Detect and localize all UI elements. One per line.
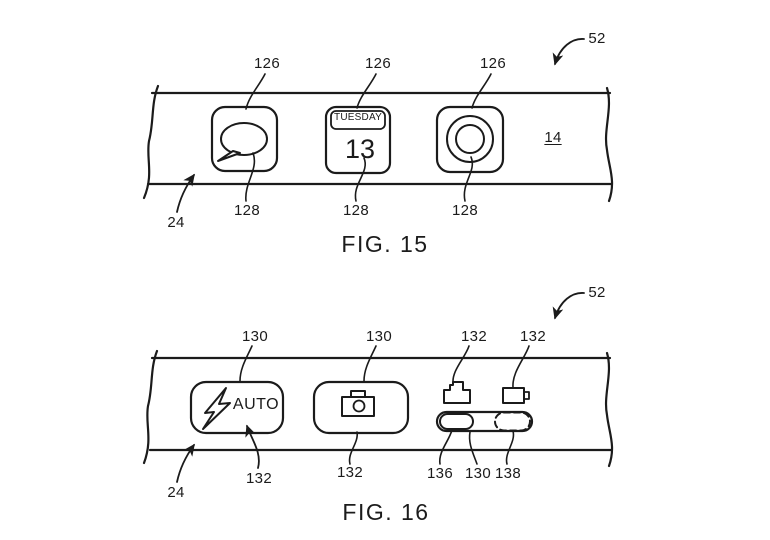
leader-line-128-center (354, 157, 367, 202)
fig15-caption: FIG. 15 (341, 231, 429, 257)
ref-14-band: 14 (544, 129, 562, 146)
leader-line-128-left (245, 152, 256, 202)
chat-icon (210, 105, 279, 173)
leader-line-128-right (463, 156, 474, 202)
fig15-band-right-break-line (604, 86, 614, 203)
ref-24-fig15: 24 (167, 214, 185, 231)
ref-126-center: 126 (365, 55, 391, 72)
leader-line-132-battery-right (512, 345, 530, 388)
arrow-52-fig16 (552, 292, 585, 320)
leader-line-132-camera-bottom (348, 431, 358, 465)
ref-132-flash-bottom: 132 (246, 470, 272, 487)
battery-connector-icon (443, 381, 471, 404)
leader-line-138 (505, 430, 515, 465)
arrow-24-fig15 (176, 173, 195, 213)
leader-line-126-right (471, 73, 492, 109)
ref-52-fig16: 52 (588, 284, 606, 301)
lightning-bolt-icon (202, 387, 231, 430)
lens-outer-circle (446, 115, 494, 163)
slider-knob (439, 413, 474, 430)
fig16-band-left-break-line (142, 349, 159, 465)
ref-136-knob: 136 (427, 465, 453, 482)
camera-glyph-body (341, 396, 375, 417)
speech-bubble-icon (220, 122, 268, 156)
ref-128-left: 128 (234, 202, 260, 219)
calendar-header-box (330, 110, 386, 130)
ref-132-camera-bottom: 132 (337, 464, 363, 481)
battery-side-icon-terminal (523, 391, 530, 400)
lens-inner-circle (455, 124, 485, 154)
fig15-band-left-break-line (142, 84, 160, 200)
camera-glyph-bump (350, 390, 366, 398)
leader-line-130-slider (468, 431, 478, 465)
speech-bubble-tail (217, 150, 241, 162)
leader-line-136 (439, 429, 453, 465)
camera-glyph-lens (352, 399, 366, 413)
camera-button (312, 380, 410, 435)
fig16-caption: FIG. 16 (342, 499, 430, 525)
ref-132-battery-left: 132 (461, 328, 487, 345)
leader-line-126-left (245, 73, 266, 110)
ref-130-flash-top: 130 (242, 328, 268, 345)
flash-auto-button (189, 380, 285, 435)
leader-line-126-center (356, 73, 377, 109)
ref-126-right: 126 (480, 55, 506, 72)
calendar-day-number: 13 (344, 134, 376, 164)
flash-auto-label: AUTO (232, 396, 280, 413)
arrow-132-flash-bottom (245, 424, 260, 469)
ref-130-slider: 130 (465, 465, 491, 482)
ref-132-battery-right: 132 (520, 328, 546, 345)
ref-52-fig15: 52 (588, 30, 606, 47)
fig15-drawing (142, 38, 614, 213)
ref-138-phantom: 138 (495, 465, 521, 482)
arrow-24-fig16 (176, 443, 195, 483)
ref-126-left: 126 (254, 55, 280, 72)
battery-side-icon (502, 387, 525, 404)
fig16-drawing (142, 292, 614, 483)
ref-128-right: 128 (452, 202, 478, 219)
ref-24-fig16: 24 (167, 484, 185, 501)
leader-line-130-camera (363, 345, 377, 382)
ref-130-camera-top: 130 (366, 328, 392, 345)
slider-knob-phantom (494, 411, 531, 432)
calendar-weekday-label: TUESDAY (334, 112, 382, 123)
fig16-band-right-break-line (604, 351, 614, 468)
ref-128-center: 128 (343, 202, 369, 219)
arrow-52-fig15 (552, 38, 585, 66)
leader-line-132-battery-left (452, 345, 470, 384)
leader-line-130-flash (239, 345, 253, 382)
slider-track (435, 410, 534, 433)
